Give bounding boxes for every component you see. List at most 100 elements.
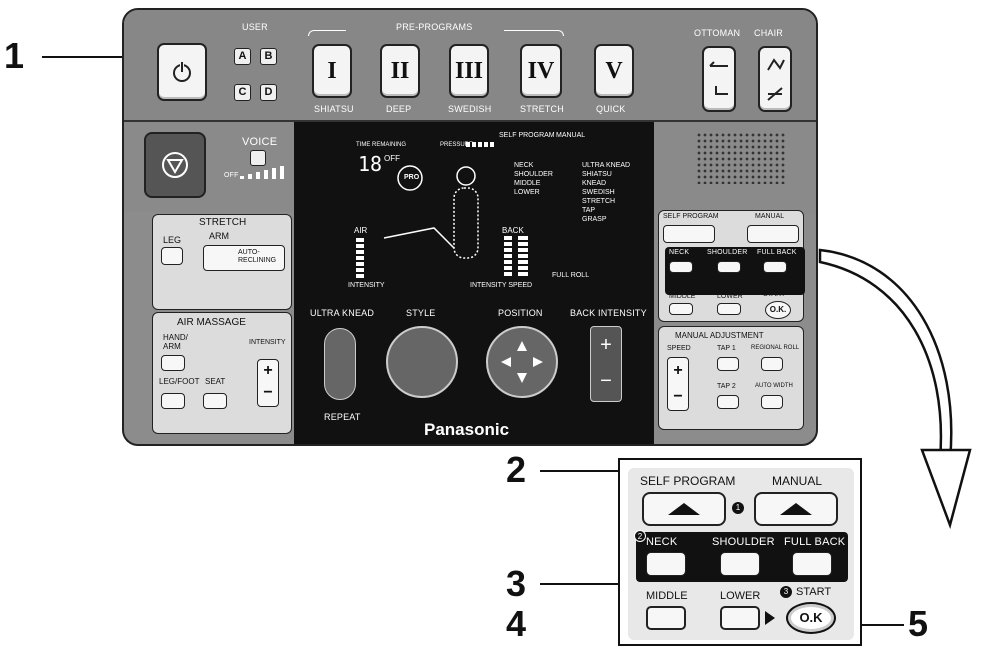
time-off: OFF <box>384 154 400 163</box>
leg-foot-button[interactable] <box>161 393 185 409</box>
style-dial[interactable] <box>386 326 458 398</box>
remote-panel: USER A B C D PRE-PROGRAMS I II III IV V … <box>122 8 818 446</box>
zoom-ok-button[interactable]: O.K <box>786 602 836 634</box>
ultra-knead-button[interactable] <box>324 328 356 400</box>
callout-5: 5 <box>908 603 929 644</box>
tech-shiatsu: SHIATSU <box>582 171 612 178</box>
program-3-name: SWEDISH <box>448 104 492 114</box>
stretch-leg-button[interactable] <box>161 247 183 265</box>
rp-shoulder-label: SHOULDER <box>707 249 748 256</box>
zoom-step-1: 1 <box>732 502 744 514</box>
tap1-label: TAP 1 <box>717 345 736 352</box>
up-arrow-icon <box>668 503 700 515</box>
position-label: POSITION <box>498 308 543 318</box>
zoom-self-program-label: SELF PROGRAM <box>640 474 736 488</box>
program-4-button[interactable]: IV <box>520 44 562 98</box>
air-massage-box: AIR MASSAGE HAND/ ARM INTENSITY +− LEG/F… <box>152 312 292 434</box>
manual-adjustment-title: MANUAL ADJUSTMENT <box>675 331 764 340</box>
pro-badge: PRO <box>404 174 420 181</box>
rp-manual-label: MANUAL <box>755 213 785 220</box>
stop-icon <box>162 152 188 178</box>
back-label: BACK <box>502 226 524 235</box>
rp-self-program-label: SELF PROGRAM <box>663 213 719 220</box>
hand-arm-button[interactable] <box>161 355 185 371</box>
program-5-button[interactable]: V <box>594 44 634 98</box>
callout-3-line <box>540 583 640 585</box>
program-2-button[interactable]: II <box>380 44 420 98</box>
rp-middle-button[interactable] <box>669 303 693 315</box>
zoom-shoulder-label: SHOULDER <box>712 536 775 548</box>
zoom-step-3: 3 <box>780 586 792 598</box>
regional-roll-button[interactable] <box>761 357 783 371</box>
callout-4: 4 <box>506 603 527 644</box>
auto-width-button[interactable] <box>761 395 783 409</box>
rp-manual-button[interactable] <box>747 225 799 243</box>
tap1-button[interactable] <box>717 357 739 371</box>
user-b-button[interactable]: B <box>260 48 277 65</box>
voice-off: OFF <box>224 172 239 179</box>
callout-5-line <box>836 624 904 626</box>
intensity-speed-label: INTENSITY SPEED <box>470 282 533 289</box>
callout-1-line <box>42 56 162 58</box>
zoom-manual-button[interactable] <box>754 492 838 526</box>
manual-adjustment-box: MANUAL ADJUSTMENT SPEED +− TAP 1 REGIONA… <box>658 326 804 430</box>
stop-area: VOICE OFF <box>124 122 294 212</box>
program-1-button[interactable]: I <box>312 44 352 98</box>
play-arrow-icon <box>765 611 775 625</box>
zoom-neck-label: NECK <box>646 536 678 548</box>
rp-start-label: START <box>763 291 786 298</box>
rp-self-program-button[interactable] <box>663 225 715 243</box>
zoom-fullback-button[interactable] <box>792 552 832 576</box>
chair-label: CHAIR <box>754 28 784 38</box>
ottoman-button[interactable] <box>702 46 736 112</box>
technique-list: ULTRA KNEAD SHIATSU KNEAD SWEDISH STRETC… <box>582 162 630 223</box>
tech-swedish: SWEDISH <box>582 189 615 196</box>
volume-bars-icon <box>240 166 284 179</box>
voice-label: VOICE <box>242 136 278 148</box>
pressure-label: PRESSURE <box>440 142 474 148</box>
user-d-button[interactable]: D <box>260 84 277 101</box>
user-c-button[interactable]: C <box>234 84 251 101</box>
right-selector-box: SELF PROGRAM MANUAL NECK SHOULDER FULL B… <box>658 210 805 322</box>
chair-button[interactable] <box>758 46 792 112</box>
rp-fullback-button[interactable] <box>763 261 787 273</box>
tap2-label: TAP 2 <box>717 383 736 390</box>
time-value: 18 <box>358 152 383 176</box>
tech-grasp: GRASP <box>582 216 607 223</box>
body-figure-icon <box>383 165 479 259</box>
zoom-self-program-button[interactable] <box>642 492 726 526</box>
user-label: USER <box>242 22 268 32</box>
zoom-shoulder-button[interactable] <box>720 552 760 576</box>
leg-foot-label: LEG/FOOT <box>159 377 200 386</box>
zoom-manual-label: MANUAL <box>772 474 823 488</box>
back-intensity-bars <box>504 236 512 278</box>
voice-button[interactable] <box>250 150 266 166</box>
program-1-name: SHIATSU <box>314 104 354 114</box>
back-intensity-stepper[interactable]: +− <box>590 326 622 402</box>
callout-3: 3 <box>506 563 527 604</box>
power-button[interactable] <box>157 43 207 101</box>
speed-stepper[interactable]: +− <box>667 357 689 411</box>
stretch-leg-label: LEG <box>163 235 182 245</box>
zoom-arrow <box>818 248 972 530</box>
position-dial[interactable] <box>486 326 558 398</box>
rp-neck-button[interactable] <box>669 261 693 273</box>
stop-button[interactable] <box>144 132 206 198</box>
area-lower: LOWER <box>514 189 540 196</box>
seat-button[interactable] <box>203 393 227 409</box>
rp-lower-button[interactable] <box>717 303 741 315</box>
control-area: ULTRA KNEAD STYLE POSITION BACK INTENSIT… <box>294 302 654 444</box>
zoom-middle-button[interactable] <box>646 606 686 630</box>
zoom-lower-button[interactable] <box>720 606 760 630</box>
tap2-button[interactable] <box>717 395 739 409</box>
program-3-button[interactable]: III <box>449 44 489 98</box>
stretch-box: STRETCH LEG ARM AUTO- RECLINING <box>152 214 292 310</box>
lcd-display: TIME REMAINING 18 OFF PRESSURE SELF PROG… <box>294 122 654 302</box>
zoom-neck-button[interactable] <box>646 552 686 576</box>
user-a-button[interactable]: A <box>234 48 251 65</box>
stretch-arm-button[interactable]: AUTO- RECLINING <box>203 245 285 271</box>
rp-shoulder-button[interactable] <box>717 261 741 273</box>
air-intensity-stepper[interactable]: +− <box>257 359 279 407</box>
rp-ok-button[interactable]: O.K. <box>765 301 791 319</box>
repeat-label: REPEAT <box>324 412 361 422</box>
